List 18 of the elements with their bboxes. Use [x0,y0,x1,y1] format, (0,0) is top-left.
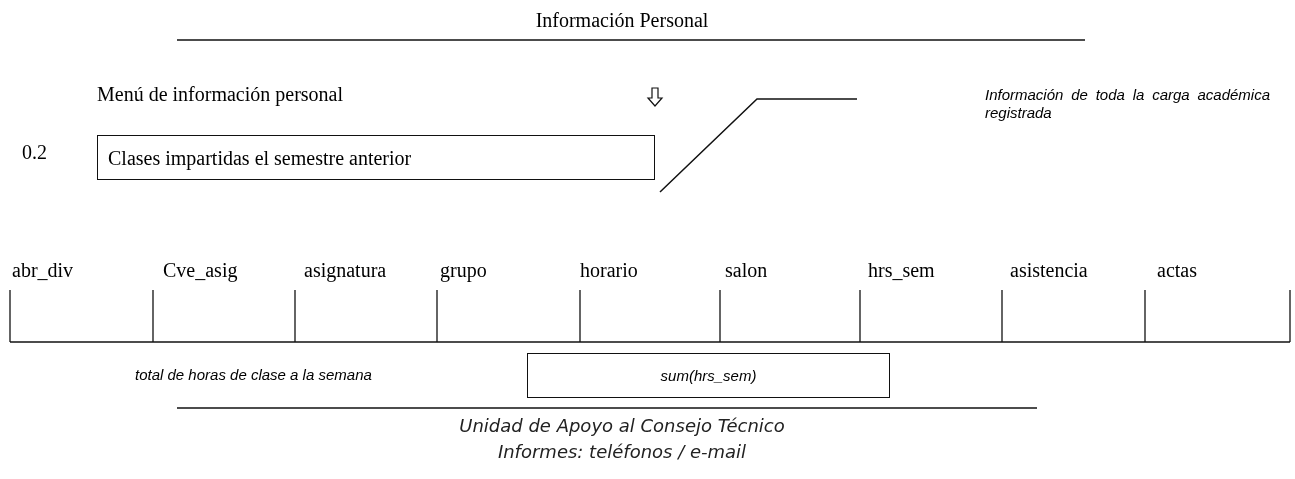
column-header: salon [725,258,768,282]
field-description: total de horas de clase a la semana [135,366,372,384]
menu-heading: Menú de información personal [97,82,344,106]
footer-text: Informes: teléfonos / e-mail [496,440,748,464]
column-header: abr_div [12,258,74,282]
column-header: Cve_asig [163,258,238,282]
column-header: grupo [440,258,487,282]
column-header: actas [1157,258,1197,282]
column-header: hrs_sem [868,258,935,282]
item-number: 0.2 [22,140,47,164]
footer-text: Unidad de Apoyo al Consejo Técnico [458,414,786,438]
formula-box: sum(hrs_sem) [527,353,890,398]
note-text: Información de toda la carga académica registrada [985,86,1270,122]
menu-option-box: Clases impartidas el semestre anterior [97,135,655,180]
column-header: asignatura [304,258,387,282]
column-header: asistencia [1010,258,1088,282]
title: Información Personal [534,8,710,32]
column-header: horario [580,258,638,282]
